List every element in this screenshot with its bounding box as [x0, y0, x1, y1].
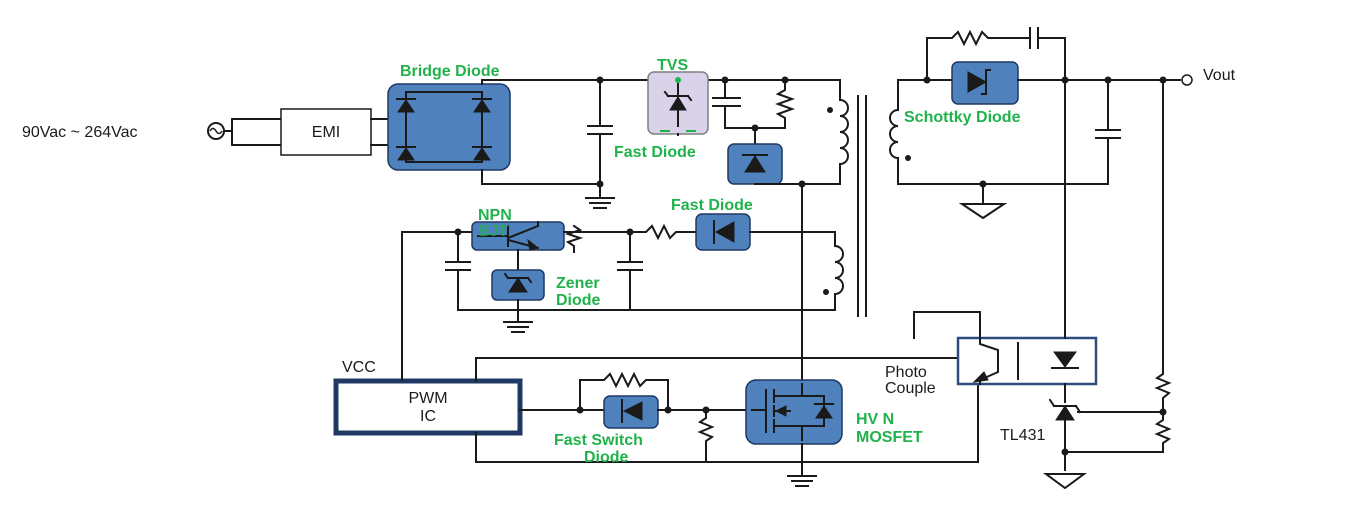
vcc-label: VCC [342, 359, 376, 376]
photo-label-line2: Couple [885, 380, 936, 397]
hv-n-mosfet [745, 379, 843, 445]
bridge-diode-label: Bridge Diode [400, 63, 500, 80]
mosfet-label-line2: MOSFET [856, 429, 923, 446]
npn-label-line2: BJT [478, 223, 508, 240]
fast-diode-snubber [727, 143, 783, 185]
transformer-secondary [889, 79, 911, 185]
ac-input [207, 118, 282, 146]
fast-diode-aux [695, 213, 751, 251]
zener-label-line2: Diode [556, 292, 601, 309]
photo-label-line1: Photo [885, 364, 927, 381]
npn-bjt [471, 221, 565, 251]
vout-label: Vout [1203, 67, 1236, 84]
ground-symbol-primary [585, 197, 615, 209]
tvs-diode [647, 71, 709, 135]
fast-switch-label-line1: Fast Switch [554, 432, 643, 449]
npn-label-line1: NPN [478, 207, 512, 224]
schottky-diode-label: Schottky Diode [904, 109, 1021, 126]
tvs-label: TVS [657, 57, 688, 74]
fast-switch-label-line2: Diode [584, 449, 629, 466]
mosfet-label-line1: HV N [856, 411, 894, 428]
pwm-label-line2: IC [420, 408, 436, 425]
bridge-diode [387, 83, 511, 171]
vout-terminal [1181, 74, 1193, 86]
emi-filter-box [280, 108, 372, 156]
pwm-label-line1: PWM [408, 390, 447, 407]
ground-symbol-feedback [1042, 473, 1088, 490]
fast-diode-mid-label: Fast Diode [671, 197, 753, 214]
transformer-primary [827, 79, 849, 185]
emi-label: EMI [312, 124, 340, 141]
fast-diode-top-label: Fast Diode [614, 144, 696, 161]
ground-symbol-secondary [958, 203, 1008, 220]
schottky-diode [951, 61, 1019, 105]
tl431-regulator [1048, 398, 1164, 471]
input-voltage-label: 90Vac ~ 264Vac [22, 124, 138, 141]
zener-diode [491, 269, 545, 301]
zener-label-line1: Zener [556, 275, 600, 292]
pwm-ic-box [333, 378, 523, 436]
fast-switch-diode [603, 395, 659, 429]
tl431-label: TL431 [1000, 427, 1045, 444]
